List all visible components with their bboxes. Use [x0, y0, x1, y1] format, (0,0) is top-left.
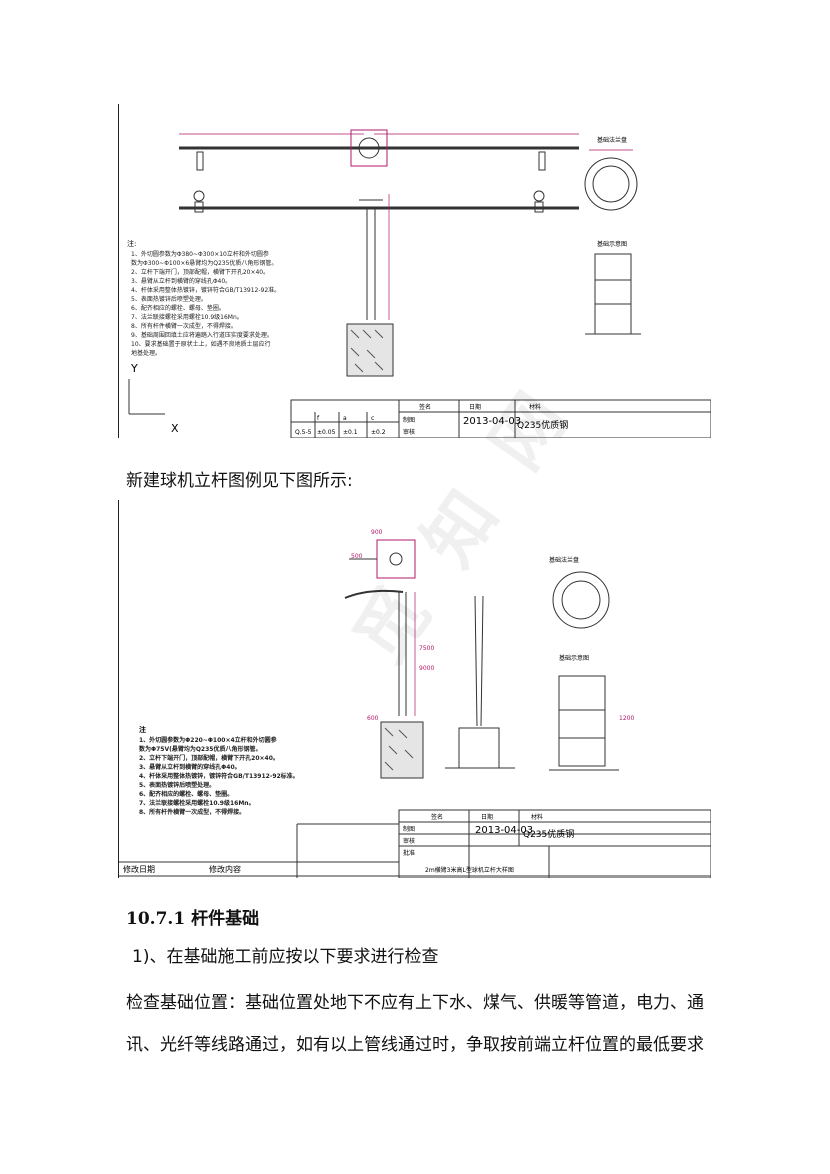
- dim-label: 7500: [419, 645, 434, 652]
- paragraph-line-2: 讯、光纤等线路通过，如有以上管线通过时，争取按前端立杆位置的最低要求: [126, 1035, 704, 1055]
- note-line: 数为Φ300~Φ100×6悬臂均为Q235优质八角形钢管。: [131, 259, 277, 267]
- drawing-material: Q235优质钢: [517, 419, 568, 431]
- table-cell: c: [371, 415, 374, 422]
- table-cell: Q.5-5: [295, 429, 312, 436]
- section-top-label-2: 基础法兰盘: [549, 556, 579, 564]
- drawing-date-2: 2013-04-03: [475, 825, 533, 836]
- table-cell: ±0.1: [343, 429, 358, 436]
- note-line: 2、立杆下端开门，顶部配帽，横臂下开孔20×40。: [139, 754, 279, 762]
- date-label-2: 日期: [481, 813, 493, 821]
- table-cell: ±0.05: [317, 429, 336, 436]
- sign-label: 签名: [419, 403, 431, 411]
- drawing-bottom-svg: 基础法兰盘 基础示意图 900 9000 7500 1200 500 600 注…: [119, 529, 711, 878]
- axis-y-label: Y: [130, 362, 138, 375]
- material-label-2: 材料: [531, 813, 543, 821]
- note-line: 7、法兰联接螺栓采用螺栓10.9级16Mn。: [131, 313, 243, 321]
- section-bottom-label: 基础示意图: [597, 240, 627, 248]
- dim-label: 500: [351, 553, 363, 560]
- paragraph-line-1: 检查基础位置：基础位置处地下不应有上下水、煤气、供暖等管道，电力、通: [126, 993, 704, 1013]
- note-line: 4、杆体采用整体热镀锌，镀锌符合GB/T13912-92准。: [131, 286, 280, 294]
- dim-label: 9000: [419, 665, 434, 672]
- note-line: 5、表面热镀锌后喷塑处理。: [139, 781, 215, 789]
- note-line: 6、配齐相应的螺栓、螺母、垫圈。: [139, 790, 233, 798]
- table-cell: ±0.2: [371, 429, 386, 436]
- step-1: 1)、在基础施工前应按以下要求进行检查: [132, 947, 439, 967]
- note-line: 5、表面热镀锌后喷塑处理。: [131, 295, 207, 303]
- drawing-date: 2013-04-03: [463, 416, 521, 427]
- review-label-2: 审核: [403, 837, 415, 845]
- note-line: 1、外切圆参数为Φ380~Φ300×10立杆和外切圆参: [131, 250, 269, 258]
- axis-x-label: X: [171, 422, 179, 435]
- revision-date-label: 修改日期: [123, 864, 155, 874]
- note-line: 7、法兰联接螺栓采用螺栓10.9级16Mn。: [139, 799, 255, 807]
- table-cell: f: [317, 415, 320, 422]
- date-label: 日期: [469, 403, 481, 411]
- approve-label-2: 批准: [403, 849, 415, 857]
- drawing-bottom: 基础法兰盘 基础示意图 900 9000 7500 1200 500 600 注…: [118, 500, 711, 878]
- revision-content-label: 修改内容: [209, 864, 241, 874]
- note-line: 地基处理。: [131, 349, 161, 357]
- note-line: 8、所有杆件横臂一次成型，不得焊接。: [139, 808, 245, 816]
- drawing-top: Y X 基础法兰盘 基础示意图 注: 1、外切圆参数为Φ380~Φ300×10立…: [118, 104, 711, 438]
- section-top-label: 基础法兰盘: [597, 136, 627, 144]
- note-line: 3、悬臂从立杆到横臂的穿线孔Φ40。: [139, 763, 241, 771]
- notes-title-2: 注: [139, 725, 146, 734]
- section-heading: 10.7.1 杆件基础: [126, 909, 260, 929]
- note-line: 8、所有杆件横臂一次成型，不得焊接。: [131, 322, 237, 330]
- notes-title: 注:: [127, 239, 136, 248]
- note-line: 9、基础周围回填土应将遍踏入行道压实度要求处理。: [131, 331, 273, 339]
- drawing-top-svg: Y X 基础法兰盘 基础示意图 注: 1、外切圆参数为Φ380~Φ300×10立…: [127, 129, 711, 438]
- note-line: 4、杆体采用整体热镀锌，镀锌符合GB/T13912-92标准。: [139, 772, 299, 780]
- note-line: 2、立杆下端开门，顶部配帽，横臂下开孔20×40。: [131, 268, 269, 276]
- dim-label: 900: [371, 529, 383, 536]
- design-label: 制图: [403, 416, 415, 424]
- note-line: 1、外切圆参数为Φ220~Φ100×4立杆和外切圆参: [139, 736, 277, 744]
- figure-caption: 新建球机立杆图例见下图所示:: [126, 471, 353, 491]
- dim-label: 1200: [619, 715, 634, 722]
- note-line: 6、配齐相应的螺栓、螺母、垫圈。: [131, 304, 225, 312]
- dim-label: 600: [367, 715, 379, 722]
- review-label: 审核: [403, 428, 415, 436]
- note-line: 3、悬臂从立杆到横臂的穿线孔Φ40。: [131, 277, 231, 285]
- note-line: 数为Φ75V(悬臂均为Q235优质八角形钢管。: [139, 745, 261, 753]
- material-label: 材料: [529, 403, 541, 411]
- drawing-material-2: Q235优质钢: [523, 828, 574, 840]
- design-label-2: 制图: [403, 825, 415, 833]
- note-line: 10、要求基础置于原状土上，如遇不良地质土层应行: [131, 340, 271, 348]
- title-block-label: 2m横臂3米高L型球机立杆大样图: [425, 866, 514, 874]
- sign-label-2: 签名: [431, 813, 443, 821]
- section-bottom-label-2: 基础示意图: [559, 654, 589, 662]
- table-cell: a: [343, 415, 347, 422]
